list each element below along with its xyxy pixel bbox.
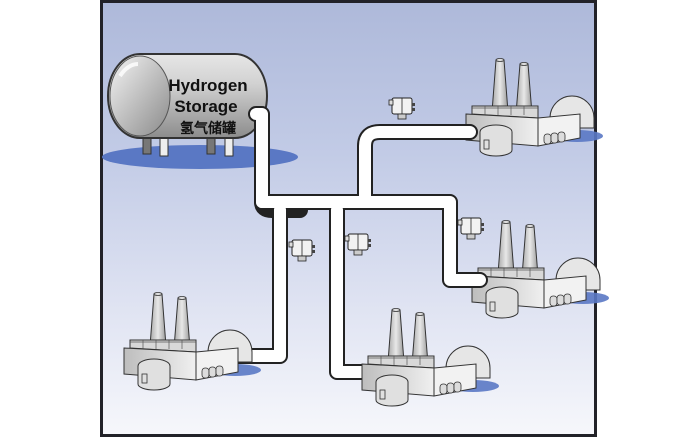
pipe-network (224, 106, 488, 380)
flow-meter-center (344, 233, 372, 256)
power-plant-bottom-left (123, 292, 262, 391)
power-plant-middle-right (471, 220, 610, 319)
tank-label-chinese: 氢气储罐 (180, 120, 236, 136)
flow-meter-right (457, 217, 485, 240)
flow-meter-left (288, 239, 316, 262)
power-plant-top-right (465, 58, 604, 157)
flow-meter-top (388, 97, 416, 120)
hydrogen-storage-tank: Hydrogen Storage 氢气储罐 (107, 53, 268, 139)
tank-label-line2: Storage (174, 97, 237, 116)
power-plant-bottom-center (361, 308, 500, 407)
tank-label-line1: Hydrogen (168, 76, 247, 95)
